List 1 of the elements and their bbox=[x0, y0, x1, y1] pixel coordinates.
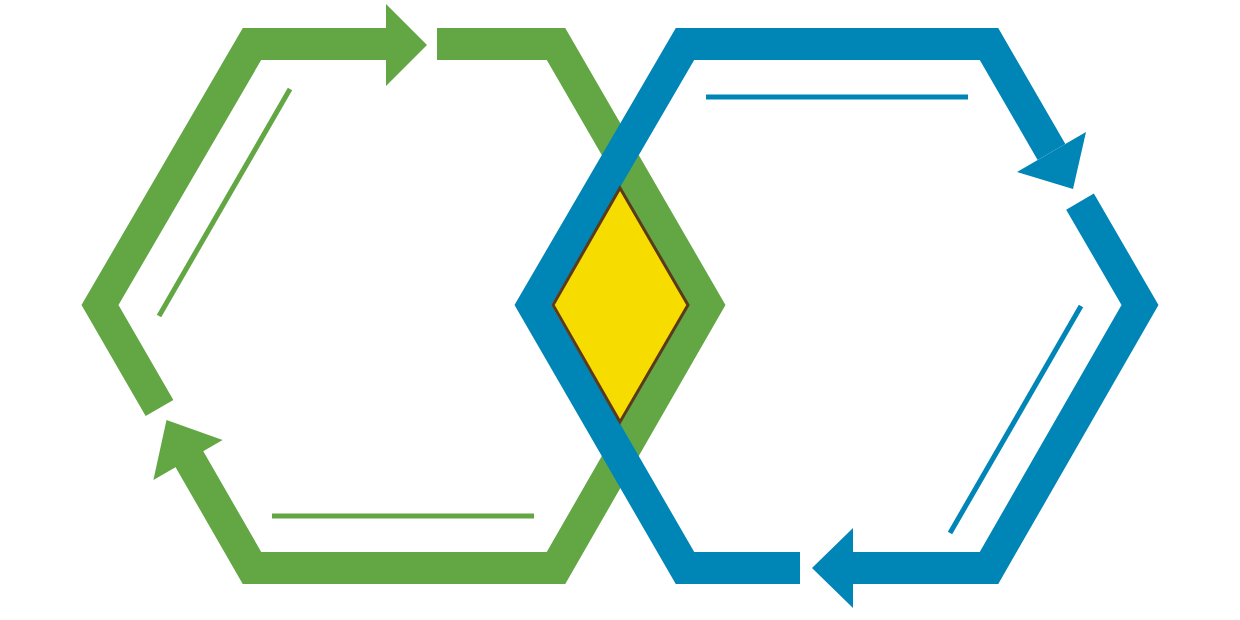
diamond-shape bbox=[550, 185, 691, 425]
